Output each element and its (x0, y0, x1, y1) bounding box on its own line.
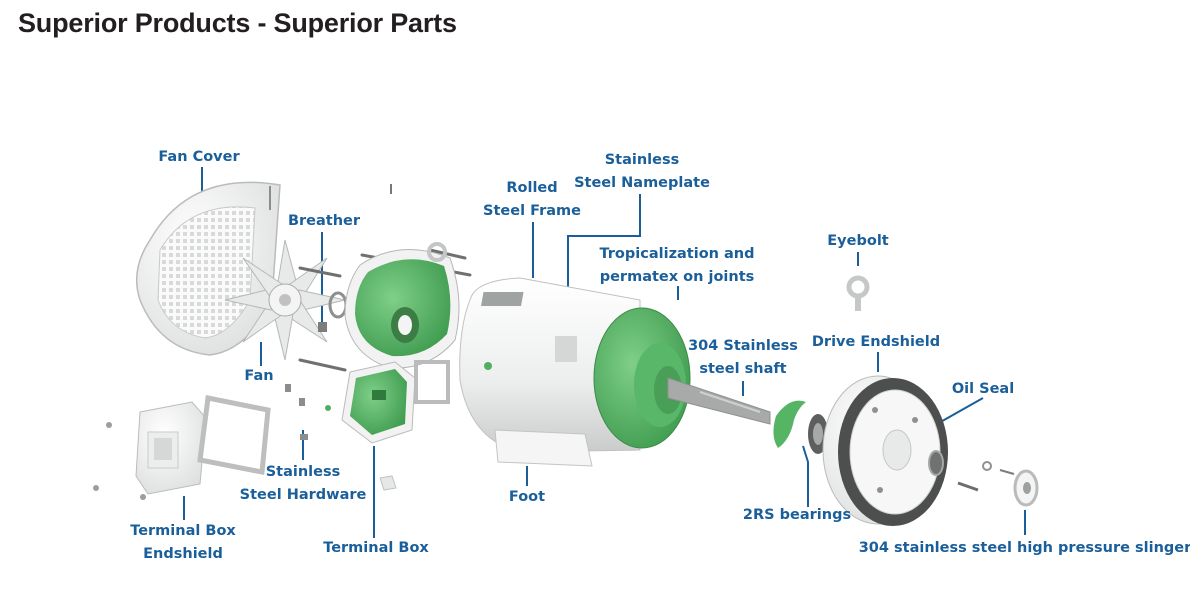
page-title: Superior Products - Superior Parts (18, 8, 457, 38)
label-drive-endshield: Drive Endshield (811, 334, 941, 350)
label-shaft: 304 Stainless steel shaft (688, 338, 798, 377)
label-2rs-bearings: 2RS bearings (742, 507, 852, 523)
shaft-part (667, 377, 771, 425)
oil-seal-part (928, 450, 944, 476)
label-oil-seal: Oil Seal (951, 381, 1015, 397)
fan-cover-part (135, 181, 281, 356)
eyebolt-part (846, 275, 870, 311)
label-foot: Foot (508, 489, 546, 505)
label-stainless-steel-nameplate: Stainless Steel Nameplate (574, 152, 710, 191)
wave-washer-part (773, 400, 806, 448)
label-stainless-steel-hardware: Stainless Steel Hardware (239, 464, 367, 503)
fan-part (224, 239, 346, 361)
drive-endshield-part (822, 375, 948, 526)
label-rolled-steel-frame: Rolled Steel Frame (483, 180, 581, 219)
label-terminal-box-endshield: Terminal Box Endshield (130, 523, 236, 562)
label-slinger: 304 stainless steel high pressure slinge… (858, 540, 1190, 556)
stainless-hardware-parts (285, 384, 397, 491)
rear-endshield-part (344, 242, 460, 369)
terminal-box-endshield-part (93, 395, 271, 500)
label-fan-cover: Fan Cover (158, 149, 240, 165)
rolled-steel-frame-part (459, 277, 641, 453)
foot-part (494, 429, 593, 467)
label-tropicalization: Tropicalization and permatex on joints (599, 246, 755, 285)
slinger-part (957, 461, 1039, 507)
label-fan: Fan (244, 368, 274, 384)
terminal-box-part (341, 360, 450, 444)
label-breather: Breather (287, 213, 361, 229)
label-terminal-box: Terminal Box (323, 540, 429, 556)
label-eyebolt: Eyebolt (827, 233, 889, 249)
tropicalized-endshield-part (593, 307, 691, 449)
